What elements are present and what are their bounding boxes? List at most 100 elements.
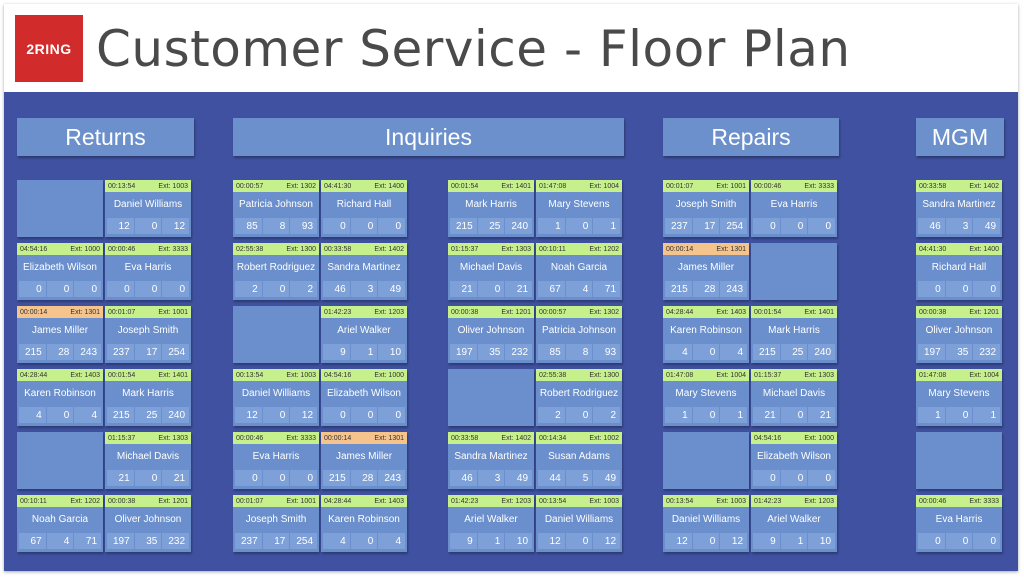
agent-name: Ariel Walker (337, 325, 391, 336)
section-inquiries[interactable]: Inquiries (233, 118, 624, 156)
agent-name: Daniel Williams (671, 514, 741, 525)
call-timer: 00:00:46 (236, 434, 264, 442)
stat-value: 12 (162, 218, 190, 234)
empty-seat[interactable] (663, 432, 749, 489)
empty-seat[interactable] (233, 306, 319, 363)
stat-value: 237 (665, 218, 692, 234)
extension: Ext: 3333 (969, 497, 999, 505)
section-returns[interactable]: Returns (17, 118, 194, 156)
stat-value: 5 (565, 470, 593, 486)
empty-seat[interactable] (751, 243, 837, 300)
section-mgm[interactable]: MGM (916, 118, 1004, 156)
section-repairs[interactable]: Repairs (663, 118, 839, 156)
agent-name: Oliver Johnson (457, 325, 525, 336)
stat-value: 93 (593, 344, 621, 360)
extension: Ext: 3333 (158, 245, 188, 253)
call-timer: 01:42:23 (324, 308, 352, 316)
empty-seat[interactable] (916, 432, 1002, 489)
stat-value: 232 (162, 533, 190, 549)
stat-value: 1 (477, 533, 505, 549)
call-timer: 04:28:44 (324, 497, 352, 505)
call-timer: 00:33:58 (324, 245, 352, 253)
stat-value: 243 (720, 281, 748, 297)
stat-value: 44 (538, 470, 565, 486)
call-timer: 00:00:57 (539, 308, 567, 316)
call-timer: 01:47:08 (919, 371, 947, 379)
stat-value: 2 (235, 281, 262, 297)
agent-name: Eva Harris (935, 514, 983, 525)
agent-name: Eva Harris (252, 451, 300, 462)
empty-seat[interactable] (17, 432, 103, 489)
agent-name: Joseph Smith (675, 199, 737, 210)
empty-seat[interactable] (448, 369, 534, 426)
extension: Ext: 1402 (374, 245, 404, 253)
call-timer: 00:00:46 (754, 182, 782, 190)
empty-seat[interactable] (17, 180, 103, 237)
extension: Ext: 1002 (589, 434, 619, 442)
agent-name: Sandra Martinez (454, 451, 528, 462)
stat-value: 21 (505, 281, 533, 297)
stat-value: 0 (973, 533, 1001, 549)
stat-value: 4 (565, 281, 593, 297)
agent-status-bar: 00:33:58 Ext: 1402 (321, 243, 407, 255)
